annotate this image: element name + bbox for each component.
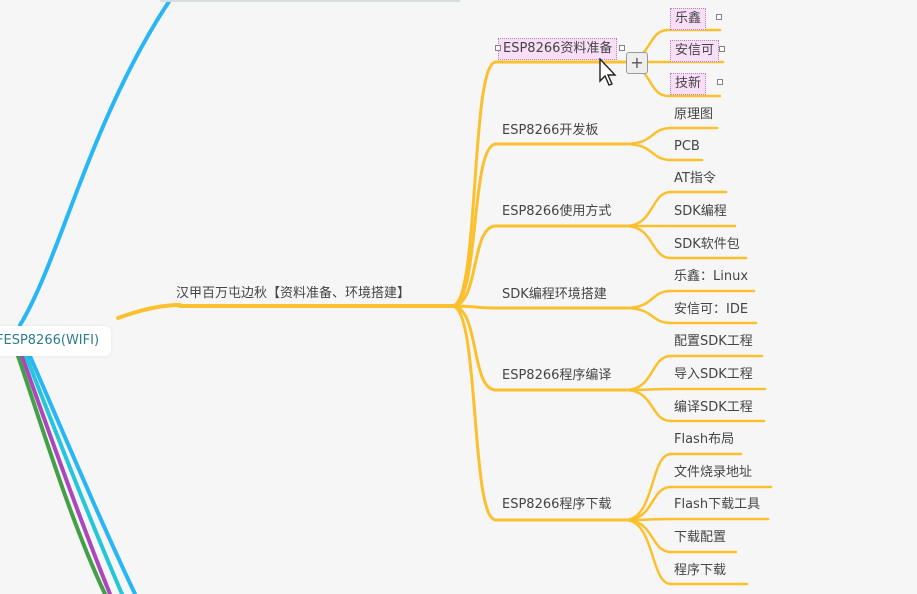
selection-handle[interactable] [717,79,723,85]
leaf-label: Flash布局 [674,432,735,447]
edge-root-blue-2 [28,354,137,594]
leaf-download-config[interactable]: 下载配置 [674,529,726,547]
root-topic[interactable]: FESP8266(WIFI) [0,326,112,356]
edge-sub-leaf [623,388,673,423]
edge-root-main [116,303,182,320]
leaf-label: 程序下载 [674,563,727,578]
subtopic-usage-mode[interactable]: ESP8266使用方式 [502,203,611,221]
edge-sub-leaf [623,126,673,146]
main-topic-label: 汉甲百万屯边秋【资料准备、环境搭建】 [176,286,411,301]
leaf-label: SDK软件包 [674,237,740,252]
leaf-label: 技新 [675,76,702,91]
leaf-label: PCB [674,139,700,154]
edge-root-green [16,354,107,594]
plus-icon[interactable]: + [626,52,648,74]
leaf-pcb[interactable]: PCB [674,138,700,156]
leaf-label: 安信可 [675,43,715,58]
edge-root-purple [20,354,112,594]
main-topic[interactable]: 汉甲百万屯边秋【资料准备、环境搭建】 [176,285,410,303]
leaf-flash-layout[interactable]: Flash布局 [674,431,734,449]
edge-root-blue [18,0,172,327]
top-edge-divider [160,0,460,2]
selection-handle[interactable] [619,45,625,51]
leaf-ai-thinker-ide[interactable]: 安信可：IDE [674,301,748,319]
subtopic-esp8266-materials[interactable]: ESP8266资料准备 [498,38,618,60]
subtopic-label: ESP8266资料准备 [503,41,613,56]
edge-sub-leaf [623,518,673,554]
subtopic-dev-board[interactable]: ESP8266开发板 [502,122,598,140]
subtopic-label: SDK编程环境搭建 [502,287,607,302]
leaf-label: 乐鑫：Linux [674,269,749,284]
leaf-schematic[interactable]: 原理图 [674,106,713,124]
edge-sub-leaf [623,289,673,310]
leaf-label: 导入SDK工程 [674,367,753,382]
edge-main-sub [450,224,498,308]
selection-handle[interactable] [495,45,501,51]
edge-main-sub [450,304,498,310]
edge-sub-leaf [623,354,673,392]
root-topic-label: FESP8266(WIFI) [0,333,100,348]
leaf-label: Flash下载工具 [674,497,761,512]
leaf-label: 安信可：IDE [674,302,749,317]
edge-root-cyan [24,354,124,594]
leaf-label: 配置SDK工程 [674,334,753,349]
selection-handle[interactable] [719,46,725,52]
subtopic-sdk-env[interactable]: SDK编程环境搭建 [502,286,607,304]
leaf-config-sdk[interactable]: 配置SDK工程 [674,333,753,351]
edge-sub-leaf [623,485,673,522]
leaf-label: 原理图 [674,107,714,122]
leaf-jixin[interactable]: 技新 [670,73,707,95]
leaf-sdk-programming[interactable]: SDK编程 [674,203,727,221]
selection-handle[interactable] [716,14,722,20]
leaf-program-download[interactable]: 程序下载 [674,562,726,580]
leaf-burn-address[interactable]: 文件烧录地址 [674,464,752,482]
leaf-label: AT指令 [674,171,716,186]
leaf-flash-download-tool[interactable]: Flash下载工具 [674,496,760,514]
leaf-label: 乐鑫 [675,11,702,26]
leaf-ai-thinker[interactable]: 安信可 [670,40,720,62]
leaf-at-command[interactable]: AT指令 [674,170,716,188]
leaf-espressif-linux[interactable]: 乐鑫：Linux [674,268,748,286]
edge-sub-leaf [623,190,673,228]
subtopic-label: ESP8266开发板 [502,123,599,138]
leaf-label: 下载配置 [674,530,727,545]
edge-main-sub [450,304,498,522]
subtopic-compile[interactable]: ESP8266程序编译 [502,367,611,385]
leaf-sdk-package[interactable]: SDK软件包 [674,236,740,254]
edge-sub-leaf [623,306,673,325]
subtopic-download[interactable]: ESP8266程序下载 [502,496,611,514]
leaf-label: 编译SDK工程 [674,400,753,415]
edge-sub-leaf [623,142,673,162]
edge-sub-leaf [623,518,673,586]
edge-sub-leaf [623,224,673,260]
leaf-label: SDK编程 [674,204,727,219]
subtopic-label: ESP8266程序下载 [502,497,612,512]
edge-main-sub [450,304,498,392]
leaf-label: 文件烧录地址 [674,465,753,480]
edge-main-sub [450,142,498,308]
edge-main-sub [450,60,498,308]
subtopic-label: ESP8266使用方式 [502,204,612,219]
leaf-espressif[interactable]: 乐鑫 [670,8,707,30]
subtopic-label: ESP8266程序编译 [502,368,612,383]
cursor-arrow-icon [599,58,617,86]
leaf-import-sdk[interactable]: 导入SDK工程 [674,366,753,384]
leaf-compile-sdk[interactable]: 编译SDK工程 [674,399,753,417]
